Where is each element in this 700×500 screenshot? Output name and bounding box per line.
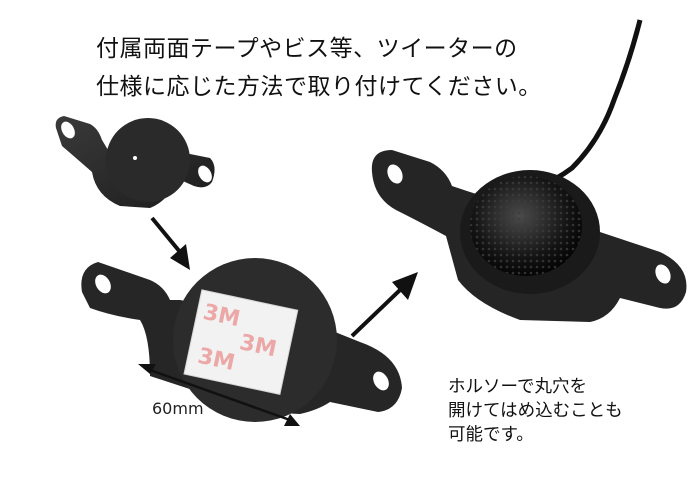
dimension-label: 60mm	[152, 399, 204, 418]
holesaw-note: ホルソーで丸穴を 開けてはめ込むことも 可能です。	[448, 375, 623, 447]
tweeter-assembly	[371, 19, 687, 322]
bracket-small	[55, 116, 215, 208]
arrow-down-icon	[150, 216, 190, 270]
caption-line-2: 仕様に応じた方法で取り付けてください。	[96, 74, 542, 100]
note-line-3: 可能です。	[448, 425, 534, 445]
instruction-caption: 付属両面テープやビス等、ツイーターの 仕様に応じた方法で取り付けてください。	[96, 30, 542, 106]
bracket-with-tape: 3M 3M 3M	[81, 258, 402, 422]
tweeter-grille	[470, 176, 582, 276]
note-line-1: ホルソーで丸穴を	[448, 377, 587, 397]
double-sided-tape: 3M 3M 3M	[183, 289, 299, 395]
note-line-2: 開けてはめ込むことも	[448, 401, 623, 421]
arrow-up-right-icon	[350, 272, 418, 338]
caption-line-1: 付属両面テープやビス等、ツイーターの	[96, 36, 518, 62]
dimension-arrow	[138, 364, 300, 426]
